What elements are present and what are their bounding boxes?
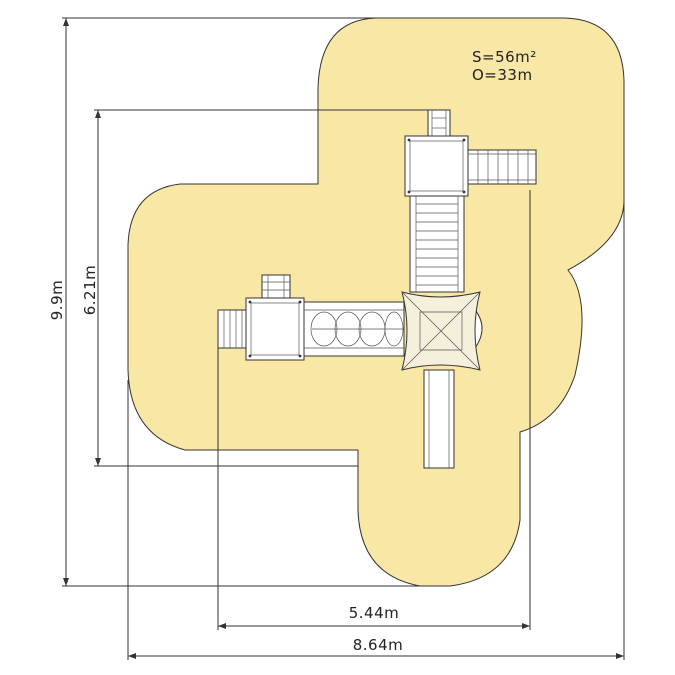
total-height-dimension: 9.9m [48,17,420,587]
vertical-bridge [409,195,465,293]
slide [423,369,455,469]
horizontal-tunnel-bridge [303,301,405,357]
equipment-height-dimension: 6.21m [81,109,430,467]
left-steps [217,309,249,349]
total-width-dimension: 8.64m [127,180,625,660]
equipment-width-label: 5.44m [349,604,400,622]
equipment-height-label: 6.21m [81,265,99,316]
area-label: S=56m² [472,48,537,66]
left-top-steps [261,274,291,300]
equipment-width-dimension: 5.44m [217,190,531,630]
left-platform [245,297,305,361]
perimeter-label: O=33m [472,66,533,84]
top-ladder [427,109,451,139]
central-tower-roof [401,291,481,371]
total-height-label: 9.9m [48,280,66,320]
right-steps [467,149,537,185]
top-platform [404,135,469,197]
total-width-label: 8.64m [353,636,404,654]
